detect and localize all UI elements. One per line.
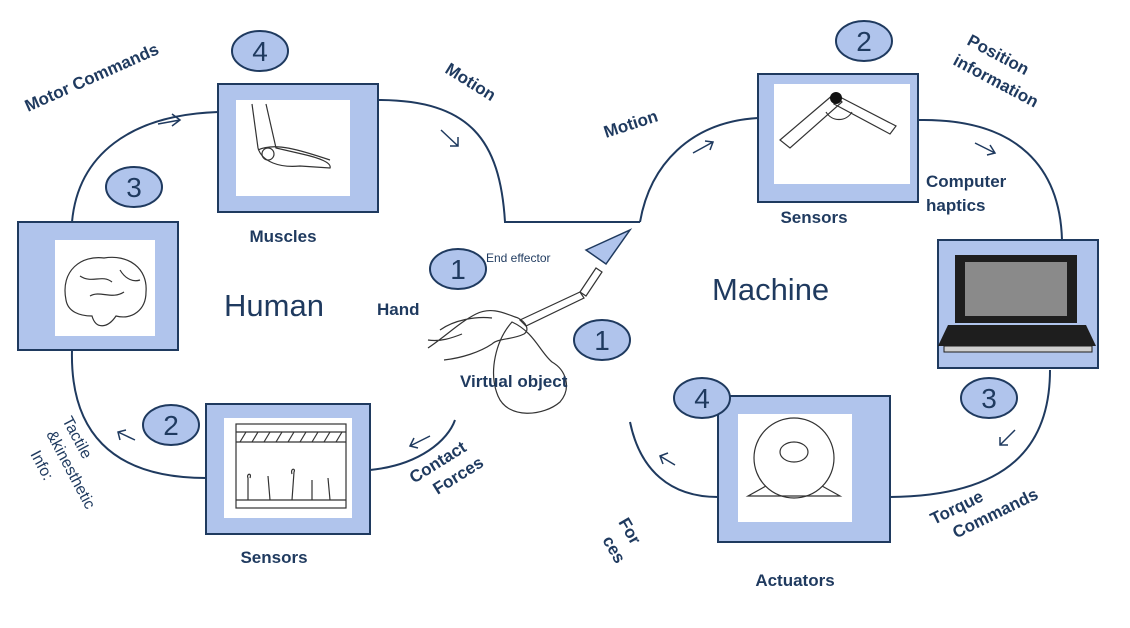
machine-sensors-box	[757, 73, 919, 203]
muscles-box	[217, 83, 379, 213]
human-sensors-box	[205, 403, 371, 535]
position-information-label: Position information	[950, 31, 1041, 112]
badge-human-3: 3	[105, 166, 163, 208]
laptop-icon	[938, 255, 1096, 353]
brain-icon	[64, 256, 147, 327]
svg-text:haptics: haptics	[926, 196, 986, 215]
svg-text:3: 3	[981, 383, 997, 414]
motor-icon	[745, 417, 843, 499]
joint-sensor-icon	[779, 92, 897, 149]
machine-loop-motion	[639, 117, 759, 223]
human-loop-top-left	[71, 111, 219, 223]
end-effector-arm	[579, 267, 603, 297]
end-effector-tip	[584, 228, 633, 266]
svg-text:3: 3	[126, 172, 142, 203]
motion-human-label: Motion	[442, 59, 499, 105]
arm-muscle-icon	[251, 103, 331, 169]
badge-interface-1a: 1	[429, 248, 487, 290]
svg-text:4: 4	[252, 36, 268, 67]
hand-stylus-illustration	[427, 228, 633, 414]
machine-sensors-label: Sensors	[780, 208, 847, 227]
brain-box	[17, 221, 179, 351]
arrow-motion-machine	[692, 140, 715, 154]
machine-title: Machine	[712, 272, 829, 307]
badge-machine-3: 3	[960, 377, 1018, 419]
human-loop-contact	[369, 419, 456, 471]
arrow-tactile	[117, 429, 136, 441]
svg-text:Info:: Info:	[26, 448, 56, 483]
forces-label: For ces	[599, 515, 645, 567]
arrow-motion-human	[440, 129, 459, 147]
svg-text:2: 2	[856, 26, 872, 57]
stylus	[518, 291, 585, 327]
badge-human-2: 2	[142, 404, 200, 446]
machine-loop-position	[917, 118, 1063, 241]
hand-icon	[427, 310, 528, 361]
human-sensors-label: Sensors	[240, 548, 307, 567]
motion-machine-label: Motion	[601, 107, 660, 142]
tactile-info-label: Tactile &kinesthetic Info:	[26, 414, 98, 512]
human-loop-right-top	[377, 99, 640, 223]
svg-text:4: 4	[694, 383, 710, 414]
human-title: Human	[224, 288, 324, 323]
computer-haptics-label: Computer haptics	[926, 172, 1007, 215]
machine-loop-torque	[889, 369, 1051, 498]
virtual-object-blob	[492, 321, 568, 414]
arrow-torque	[999, 429, 1016, 446]
arrow-forces	[659, 452, 676, 466]
badge-machine-4: 4	[673, 377, 731, 419]
badge-human-4: 4	[231, 30, 289, 72]
skin-receptors-icon	[235, 423, 347, 509]
svg-text:1: 1	[450, 254, 466, 285]
arrow-motor	[157, 113, 182, 127]
motor-commands-label: Motor Commands	[22, 40, 162, 116]
end-effector-label: End effector	[486, 251, 551, 265]
muscles-label: Muscles	[249, 227, 316, 246]
svg-text:Computer: Computer	[926, 172, 1007, 191]
arrow-contact	[408, 435, 431, 449]
badge-machine-2: 2	[835, 20, 893, 62]
svg-text:1: 1	[594, 325, 610, 356]
contact-forces-label: Contact Forces	[406, 437, 487, 498]
actuators-label: Actuators	[755, 571, 834, 590]
human-loop-left	[70, 349, 207, 479]
torque-commands-label: Torque Commands	[927, 485, 1041, 543]
hand-label: Hand	[377, 300, 420, 319]
svg-text:2: 2	[163, 410, 179, 441]
arrow-position	[974, 142, 997, 156]
badge-interface-1b: 1	[573, 319, 631, 361]
computer-box	[937, 239, 1099, 369]
machine-loop-forces	[629, 421, 719, 498]
actuators-box	[717, 395, 891, 543]
virtual-object-label: Virtual object	[460, 372, 568, 391]
